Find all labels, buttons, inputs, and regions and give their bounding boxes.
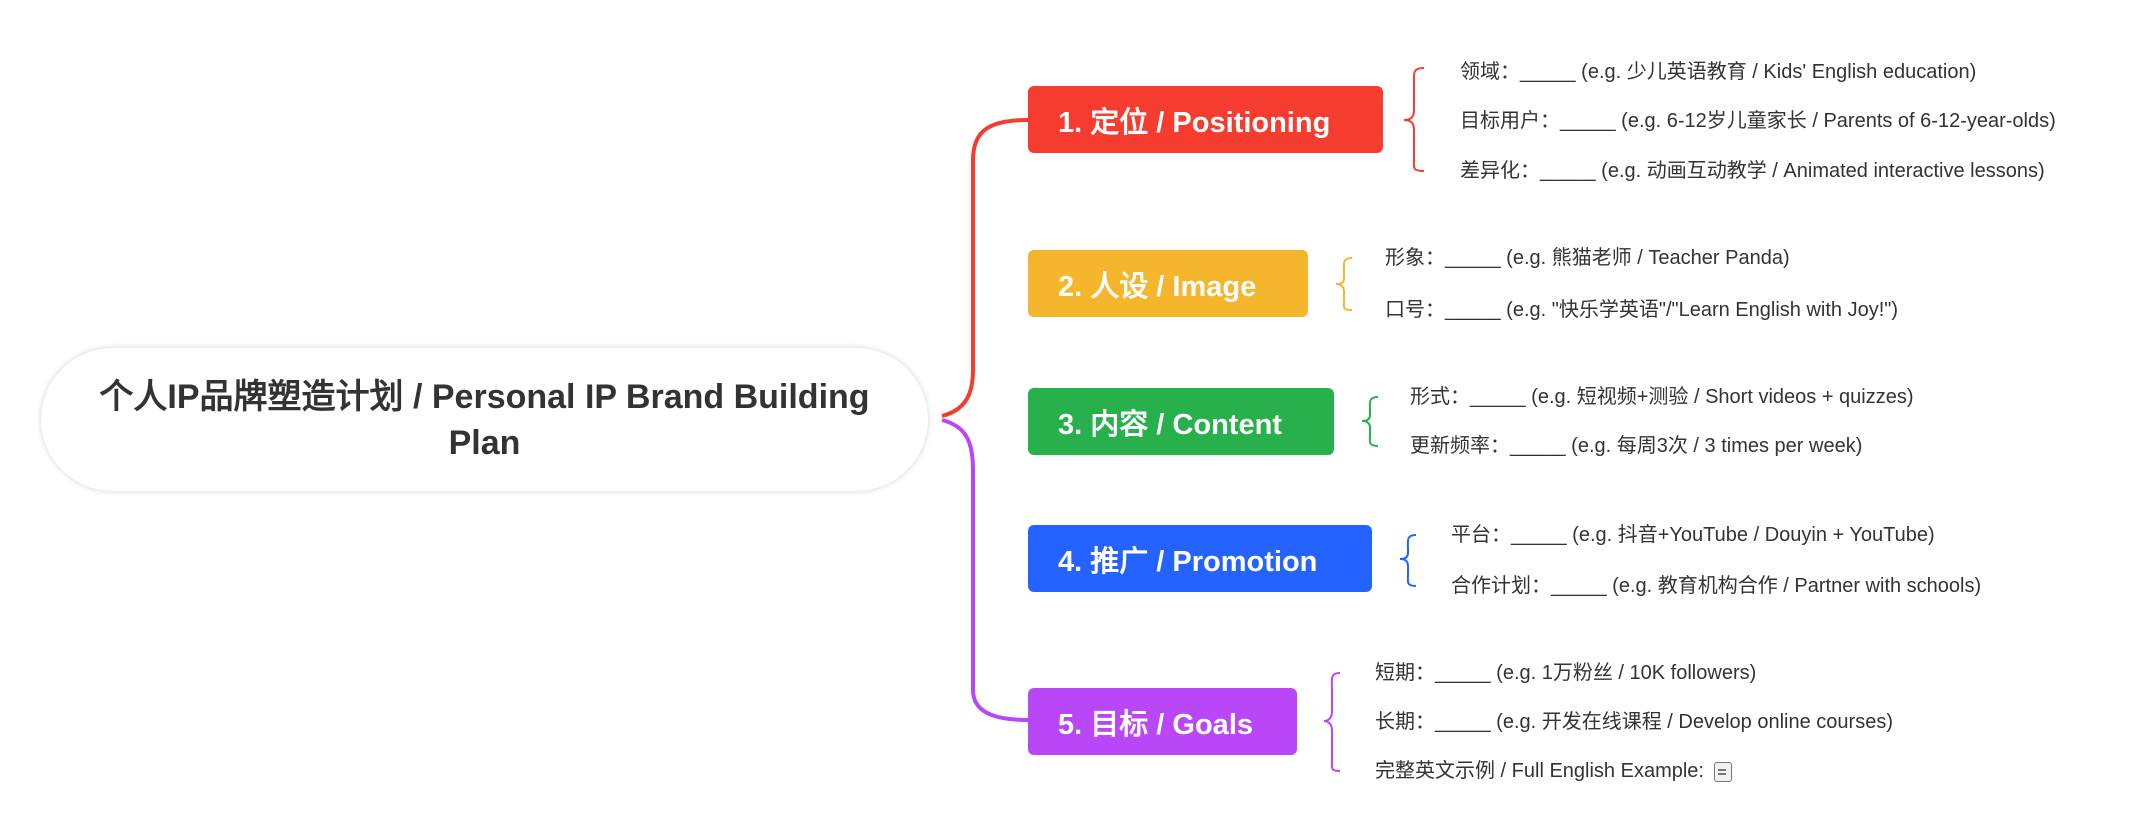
- brace-positioning: [1403, 67, 1425, 172]
- subtopic-full-example[interactable]: 完整英文示例 / Full English Example:: [1375, 759, 1732, 783]
- topic-label: 4. 推广 / Promotion: [1058, 545, 1318, 578]
- topic-label: 5. 目标 / Goals: [1058, 708, 1253, 741]
- brace-goals: [1323, 672, 1341, 772]
- topic-content[interactable]: 3. 内容 / Content: [1028, 388, 1334, 455]
- topic-goals[interactable]: 5. 目标 / Goals: [1028, 688, 1297, 755]
- subtopic-frequency[interactable]: 更新频率：_____ (e.g. 每周3次 / 3 times per week…: [1410, 435, 1863, 457]
- subtopic-persona[interactable]: 形象：_____ (e.g. 熊猫老师 / Teacher Panda): [1385, 247, 1790, 269]
- subtopic-label: 完整英文示例 / Full English Example:: [1375, 760, 1704, 782]
- brace-promotion: [1399, 534, 1417, 587]
- subtopic-slogan[interactable]: 口号：_____ (e.g. "快乐学英语"/"Learn English wi…: [1385, 299, 1899, 321]
- brace-content: [1361, 396, 1379, 447]
- subtopic-domain[interactable]: 领域：_____ (e.g. 少儿英语教育 / Kids' English ed…: [1460, 61, 1977, 83]
- subtopic-format[interactable]: 形式：_____ (e.g. 短视频+测验 / Short videos + q…: [1410, 386, 1914, 408]
- subtopic-differentiation[interactable]: 差异化：_____ (e.g. 动画互动教学 / Animated intera…: [1460, 160, 2045, 182]
- topic-label: 3. 内容 / Content: [1058, 408, 1282, 441]
- topic-label: 2. 人设 / Image: [1058, 270, 1257, 303]
- topic-image[interactable]: 2. 人设 / Image: [1028, 250, 1308, 317]
- topic-positioning[interactable]: 1. 定位 / Positioning: [1028, 86, 1383, 153]
- subtopic-long-term[interactable]: 长期：_____ (e.g. 开发在线课程 / Develop online c…: [1375, 711, 1893, 733]
- note-icon[interactable]: [1713, 761, 1732, 782]
- subtopic-platform[interactable]: 平台：_____ (e.g. 抖音+YouTube / Douyin + You…: [1451, 524, 1935, 546]
- topic-promotion[interactable]: 4. 推广 / Promotion: [1028, 525, 1372, 592]
- subtopic-short-term[interactable]: 短期：_____ (e.g. 1万粉丝 / 10K followers): [1375, 662, 1757, 684]
- subtopic-partnership[interactable]: 合作计划：_____ (e.g. 教育机构合作 / Partner with s…: [1451, 575, 1982, 597]
- connector-to-goals: [941, 418, 1029, 722]
- central-topic[interactable]: 个人IP品牌塑造计划 / Personal IP Brand Building …: [41, 348, 928, 491]
- central-topic-label: 个人IP品牌塑造计划 / Personal IP Brand Building …: [99, 377, 870, 462]
- brace-image: [1335, 257, 1353, 311]
- subtopic-target-users[interactable]: 目标用户：_____ (e.g. 6-12岁儿童家长 / Parents of …: [1460, 110, 2056, 132]
- connector-to-positioning: [941, 118, 1029, 418]
- topic-label: 1. 定位 / Positioning: [1058, 106, 1331, 139]
